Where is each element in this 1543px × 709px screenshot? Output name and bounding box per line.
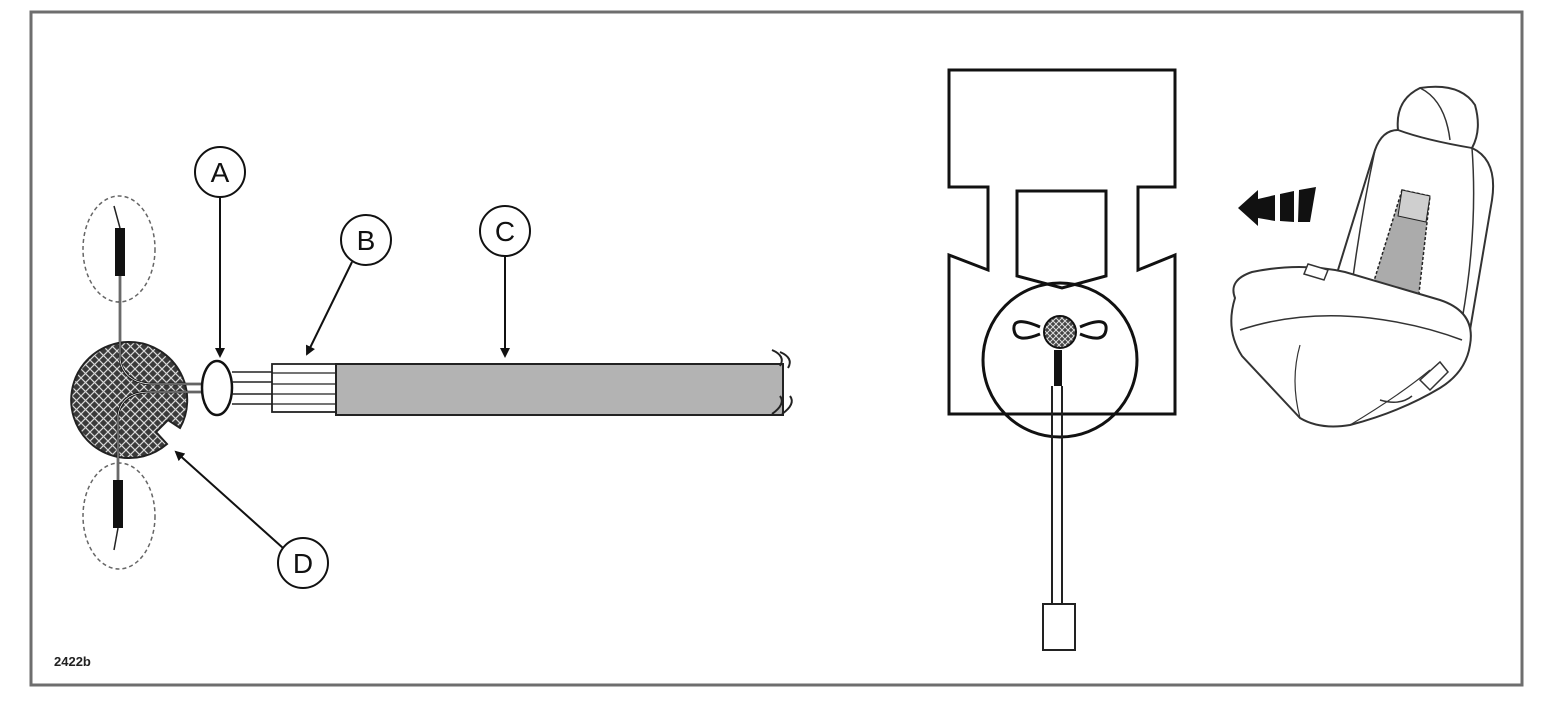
cable-sleeve (335, 363, 784, 416)
callout-c-label: C (495, 216, 515, 247)
car-seat-illustration (1230, 85, 1495, 428)
dashed-arrow-left-icon (1238, 187, 1316, 226)
heat-shrink-connector (271, 363, 337, 413)
resistor-bottom (113, 480, 123, 528)
resistor-top (115, 228, 125, 276)
heater-pad-layout (947, 68, 1177, 651)
crimp-ring (200, 359, 234, 417)
harness-connector (1042, 603, 1076, 651)
seat-belt-buckle-icon (1302, 263, 1330, 281)
detail-magnifier-circle (981, 281, 1139, 439)
mini-wiring-detail (1012, 315, 1108, 386)
callout-b: B (306, 214, 392, 356)
callout-c: C (479, 205, 531, 358)
figure-reference-code: 2422b (54, 654, 91, 669)
backrest-heater-pad (1369, 189, 1431, 303)
callout-a-label: A (211, 157, 230, 188)
callout-d-label: D (293, 548, 313, 579)
callout-a: A (194, 146, 246, 358)
seat-cushion (1230, 266, 1472, 428)
callout-d: D (174, 450, 329, 589)
heater-pad-center-tab (1015, 189, 1108, 290)
callout-b-label: B (357, 225, 376, 256)
heater-wiring-detail: A B C D 2422b (54, 146, 793, 669)
